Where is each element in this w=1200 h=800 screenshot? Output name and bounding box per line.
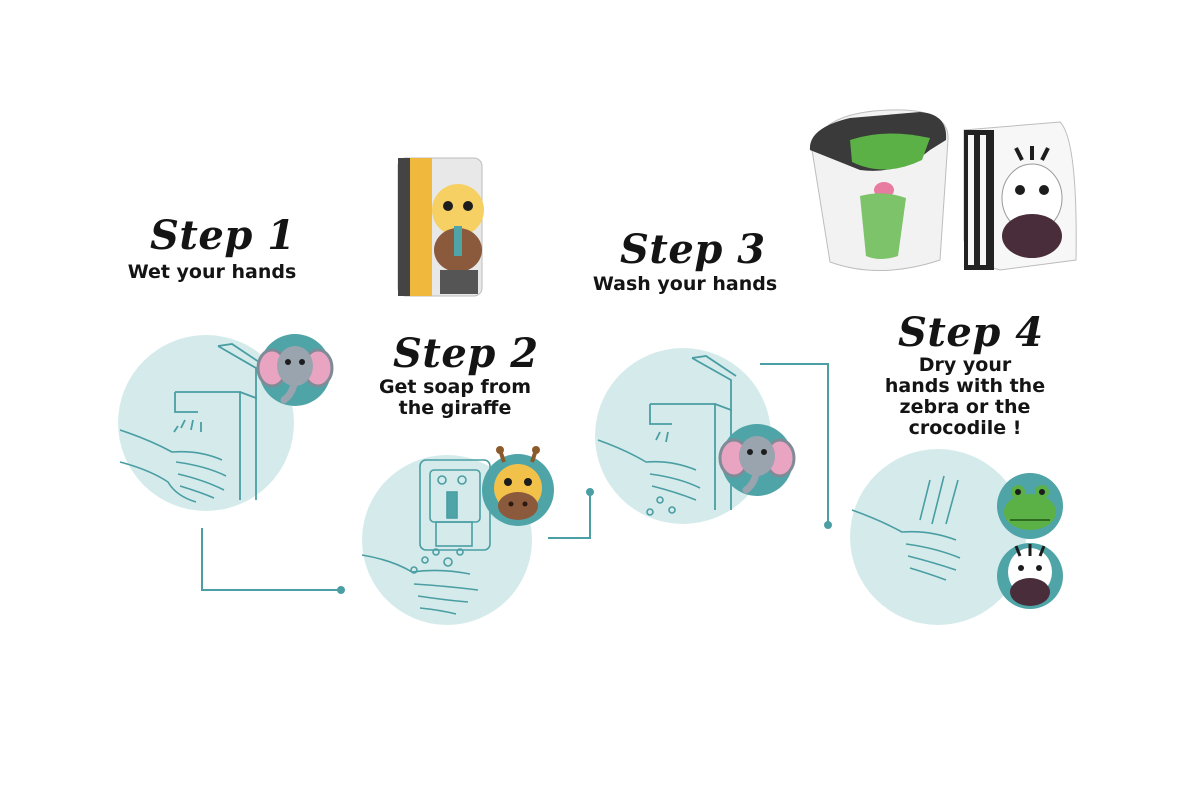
step2-subtitle-line: the giraffe xyxy=(398,397,512,419)
soap-dispenser-icon xyxy=(397,157,484,297)
step3-title: Step 3 xyxy=(620,226,766,273)
step4-subtitle: Dry your hands with the zebra or the cro… xyxy=(870,355,1060,439)
step4-title: Step 4 xyxy=(898,309,1044,356)
connector-2-3 xyxy=(548,492,591,539)
giraffe-icon xyxy=(482,446,554,526)
step4-illustration xyxy=(850,449,1063,625)
step3-subtitle: Wash your hands xyxy=(580,274,790,295)
hands-drawing xyxy=(851,475,961,581)
connector-1-2 xyxy=(201,528,340,591)
hand-dryer-icon xyxy=(809,109,1077,272)
connector-dot-2 xyxy=(586,488,594,496)
step2-illustration xyxy=(361,446,554,625)
connector-lines xyxy=(201,363,829,591)
step4-subtitle-line: zebra or the xyxy=(899,396,1031,418)
step1-title: Step 1 xyxy=(150,212,296,259)
elephant-icon xyxy=(256,334,334,406)
hands-drawing xyxy=(119,429,227,503)
crocodile-icon xyxy=(997,473,1063,539)
step2-subtitle: Get soap from the giraffe xyxy=(360,377,550,419)
step3-illustration xyxy=(595,348,796,524)
connector-3-4 xyxy=(760,363,829,525)
hands-drawing xyxy=(361,548,479,615)
step2-subtitle-line: Get soap from xyxy=(378,376,532,398)
soap-dispenser-drawing xyxy=(419,459,491,551)
zebra-icon xyxy=(997,543,1063,609)
step1-subtitle-line: Wet your hands xyxy=(127,261,297,283)
faucet-icon xyxy=(173,343,263,500)
step1-subtitle: Wet your hands xyxy=(112,262,312,283)
step2-title: Step 2 xyxy=(393,330,539,377)
connector-dot-3 xyxy=(824,521,832,529)
elephant-icon xyxy=(718,424,796,496)
step4-subtitle-line: crocodile ! xyxy=(908,417,1022,439)
connector-dot-1 xyxy=(337,586,345,594)
hands-drawing xyxy=(597,439,701,516)
step3-subtitle-line: Wash your hands xyxy=(592,273,778,295)
step4-subtitle-line: Dry your xyxy=(918,354,1012,376)
step4-subtitle-line: hands with the xyxy=(884,375,1046,397)
step1-illustration xyxy=(118,334,334,511)
